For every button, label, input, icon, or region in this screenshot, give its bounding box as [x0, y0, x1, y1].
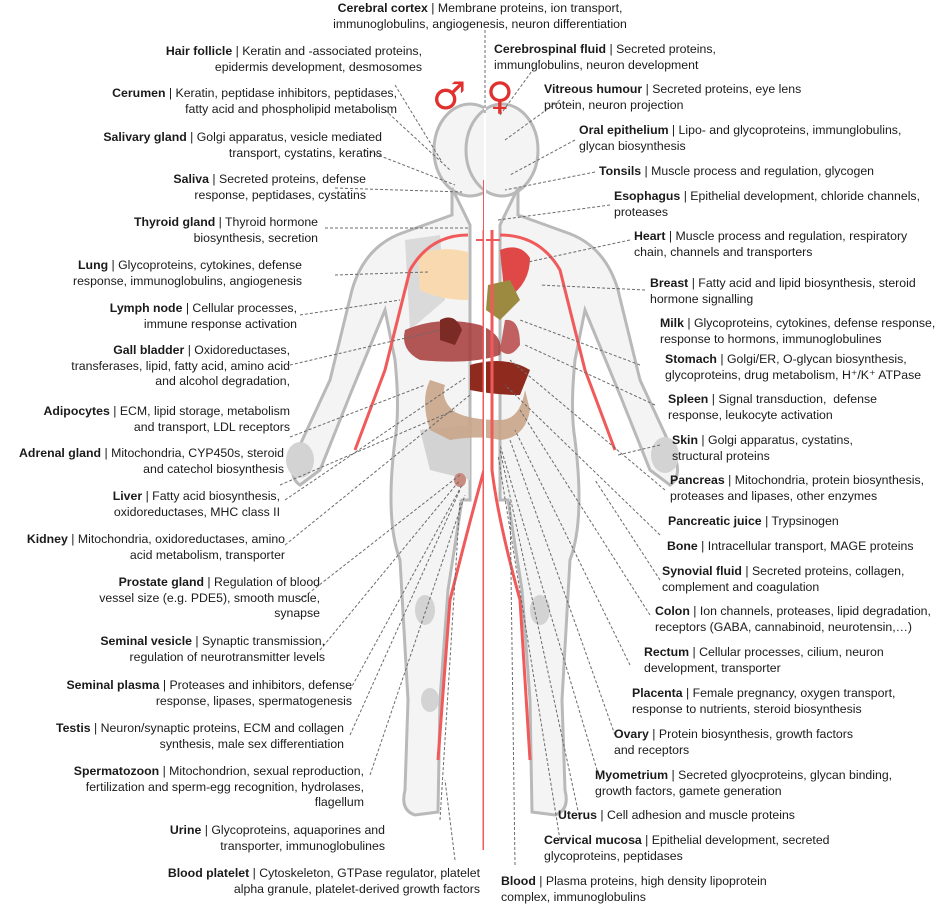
label-adrenal-gland: Adrenal gland | Mitochondria, CYP450s, s… — [19, 446, 284, 476]
label-hair-follicle: Hair follicle | Keratin and -associated … — [165, 44, 422, 74]
label-liver: Liver | Fatty acid biosynthesis,oxidored… — [112, 489, 280, 519]
leader-lines — [279, 30, 666, 866]
label-blood-platelet: Blood platelet | Cytoskeleton, GTPase re… — [167, 866, 480, 896]
label-testis: Testis | Neuron/synaptic proteins, ECM a… — [55, 721, 344, 751]
label-spermatozoon: Spermatozoon | Mitochondrion, sexual rep… — [73, 764, 364, 809]
label-pancreas: Pancreas | Mitochondria, protein biosynt… — [670, 473, 925, 503]
label-lymph-node: Lymph node | Cellular processes,immune r… — [109, 301, 297, 331]
label-esophagus: Esophagus | Epithelial development, chlo… — [614, 189, 920, 219]
label-uterus: Uterus | Cell adhesion and muscle protei… — [558, 808, 795, 822]
label-rectum: Rectum | Cellular processes, cilium, neu… — [644, 645, 884, 675]
female-symbol: ♀ — [486, 74, 514, 118]
organs — [404, 247, 530, 440]
label-stomach: Stomach | Golgi/ER, O-glycan biosynthesi… — [665, 352, 922, 382]
label-cerebral-cortex: Cerebral cortex | Membrane proteins, ion… — [333, 1, 627, 31]
label-gall-bladder: Gall bladder | Oxidoreductases,transfera… — [71, 343, 290, 388]
label-placenta: Placenta | Female pregnancy, oxygen tran… — [632, 686, 896, 716]
label-oral-epithelium: Oral epithelium | Lipo- and glycoprotein… — [579, 123, 902, 153]
label-cerebrospinal-fluid: Cerebrospinal fluid | Secreted proteins,… — [494, 42, 716, 72]
label-vitreous-humour: Vitreous humour | Secreted proteins, eye… — [544, 82, 802, 112]
label-seminal-vesicle: Seminal vesicle | Synaptic transmission,… — [100, 634, 325, 664]
label-seminal-plasma: Seminal plasma | Proteases and inhibitor… — [66, 678, 352, 708]
label-heart: Heart | Muscle process and regulation, r… — [634, 229, 908, 259]
label-skin: Skin | Golgi apparatus, cystatins,struct… — [672, 433, 853, 463]
label-ovary: Ovary | Protein biosynthesis, growth fac… — [614, 727, 854, 757]
label-colon: Colon | Ion channels, proteases, lipid d… — [655, 604, 931, 634]
label-milk: Milk | Glycoproteins, cytokines, defense… — [660, 316, 936, 346]
label-breast: Breast | Fatty acid and lipid biosynthes… — [650, 276, 916, 306]
label-pancreatic-juice: Pancreatic juice | Trypsinogen — [668, 514, 839, 528]
label-synovial-fluid: Synovial fluid | Secreted proteins, coll… — [662, 564, 905, 594]
label-salivary-gland: Salivary gland | Golgi apparatus, vesicl… — [103, 130, 382, 160]
label-lung: Lung | Glycoproteins, cytokines, defense… — [73, 258, 302, 288]
label-kidney: Kidney | Mitochondria, oxidoreductases, … — [26, 532, 285, 562]
label-cervical-mucosa: Cervical mucosa | Epithelial development… — [544, 833, 830, 863]
label-bone: Bone | Intracellular transport, MAGE pro… — [667, 539, 914, 553]
male-symbol: ♂ — [432, 74, 467, 118]
label-blood: Blood | Plasma proteins, high density li… — [501, 874, 767, 904]
label-cerumen: Cerumen | Keratin, peptidase inhibitors,… — [112, 86, 397, 116]
label-tonsils: Tonsils | Muscle process and regulation,… — [599, 164, 875, 178]
label-adipocytes: Adipocytes | ECM, lipid storage, metabol… — [43, 404, 291, 434]
label-myometrium: Myometrium | Secreted glyocproteins, gly… — [595, 768, 893, 798]
